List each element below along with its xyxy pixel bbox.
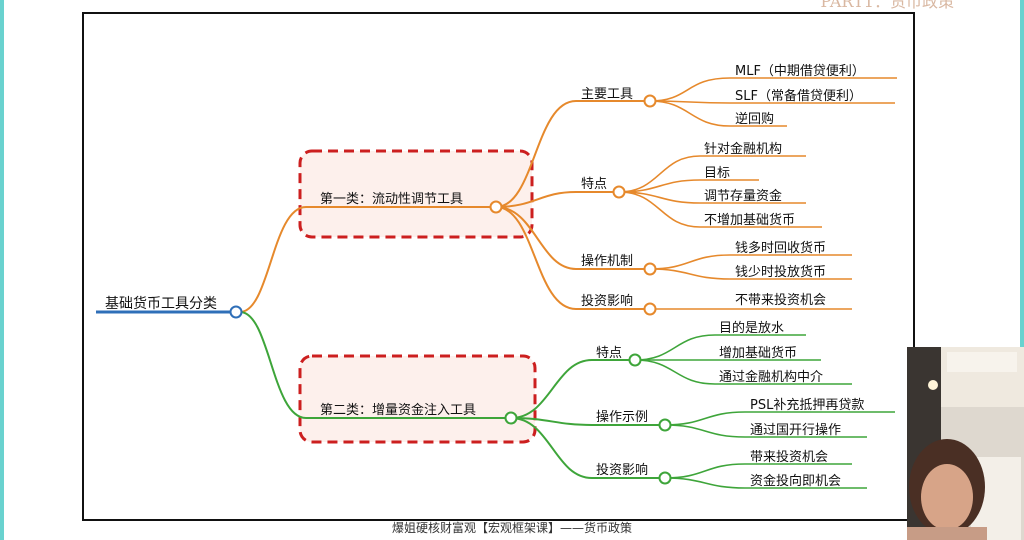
footer-caption: 爆姐硬核财富观【宏观框架课】——货币政策 [391, 521, 632, 535]
branch-cat1-features [495, 191, 619, 208]
branch-leaf [649, 100, 787, 127]
branch-leaf [618, 179, 759, 193]
branch-cat1-mechanism [495, 206, 650, 270]
node-impact1-label[interactable]: 投资影响 [581, 293, 633, 309]
node-cat2-circle[interactable] [504, 411, 518, 425]
branch-root-cat1 [239, 206, 496, 313]
leaf-label[interactable]: 逆回购 [735, 111, 774, 127]
slide-header: PART1：货币政策 [820, 0, 954, 11]
branch-leaf [664, 424, 867, 438]
branch-leaf [649, 100, 895, 104]
branch-leaf [664, 411, 895, 426]
branch-leaf [649, 268, 852, 280]
node-features2-label[interactable]: 特点 [596, 346, 622, 361]
node-examples-circle[interactable] [658, 418, 672, 432]
branch-leaf [634, 334, 806, 361]
node-mechanism-label[interactable]: 操作机制 [581, 253, 633, 269]
leaf-label[interactable]: 钱多时回收货币 [735, 240, 826, 256]
branch-leaf [618, 155, 806, 193]
category-box-1 [298, 149, 534, 239]
branch-leaf [664, 463, 852, 479]
leaf-label[interactable]: 目的是放水 [719, 320, 784, 336]
left-edge-stripe [0, 0, 4, 540]
node-cat1-circle[interactable] [489, 200, 503, 214]
node-cat1-label[interactable]: 第一类：流动性调节工具 [320, 192, 463, 207]
presenter-video-image [907, 347, 1024, 540]
node-root-circle[interactable] [229, 305, 243, 319]
leaf-label[interactable]: 带来投资机会 [750, 449, 828, 465]
node-cat2-label[interactable]: 第二类：增量资金注入工具 [320, 402, 476, 418]
leaf-label[interactable]: 增加基础货币 [719, 345, 797, 361]
node-impact2-circle[interactable] [658, 471, 672, 485]
node-impact2-label[interactable]: 投资影响 [596, 462, 648, 478]
node-impact1-circle[interactable] [643, 302, 657, 316]
branch-leaf [618, 191, 806, 204]
node-features2-circle[interactable] [628, 353, 642, 367]
node-examples-label[interactable]: 操作示例 [596, 409, 648, 425]
leaf-label[interactable]: 钱少时投放货币 [735, 264, 826, 280]
branch-cat2-features [510, 359, 635, 419]
node-main-tools-label[interactable]: 主要工具 [581, 87, 633, 102]
leaf-label[interactable]: 不增加基础货币 [704, 212, 795, 228]
branch-leaf [618, 191, 822, 228]
node-mechanism-circle[interactable] [643, 262, 657, 276]
webcam-overlay [907, 347, 1024, 540]
leaf-label[interactable]: SLF（常备借贷便利） [735, 88, 862, 104]
branch-root-cat2 [239, 311, 511, 419]
node-main-tools-circle[interactable] [643, 94, 657, 108]
leaf-label[interactable]: PSL补充抵押再贷款 [750, 397, 864, 413]
leaf-label[interactable]: 通过金融机构中介 [719, 369, 823, 385]
node-features1-circle[interactable] [612, 185, 626, 199]
leaf-label[interactable]: 资金投向即机会 [750, 473, 841, 489]
node-root-label[interactable]: 基础货币工具分类 [105, 295, 217, 312]
node-features1-label[interactable]: 特点 [581, 177, 607, 192]
leaf-label[interactable]: 目标 [704, 166, 730, 181]
branch-cat1-impact [495, 206, 650, 310]
leaf-label[interactable]: 调节存量资金 [704, 188, 782, 204]
branch-leaf [649, 77, 897, 102]
branch-cat2-examples [510, 417, 665, 426]
right-edge-stripe [1020, 0, 1024, 540]
slide-frame [82, 12, 915, 521]
leaf-label[interactable]: 不带来投资机会 [735, 292, 826, 308]
leaf-label[interactable]: 针对金融机构 [704, 141, 782, 157]
branch-cat1-main-tools [495, 100, 650, 208]
leaf-label[interactable]: 通过国开行操作 [750, 422, 841, 438]
branch-cat2-impact [510, 417, 665, 479]
branch-leaf [649, 254, 852, 270]
branch-leaf [664, 477, 867, 489]
leaf-label[interactable]: MLF（中期借贷便利） [735, 64, 865, 79]
category-box-2 [298, 354, 537, 444]
branch-leaf [634, 359, 852, 385]
